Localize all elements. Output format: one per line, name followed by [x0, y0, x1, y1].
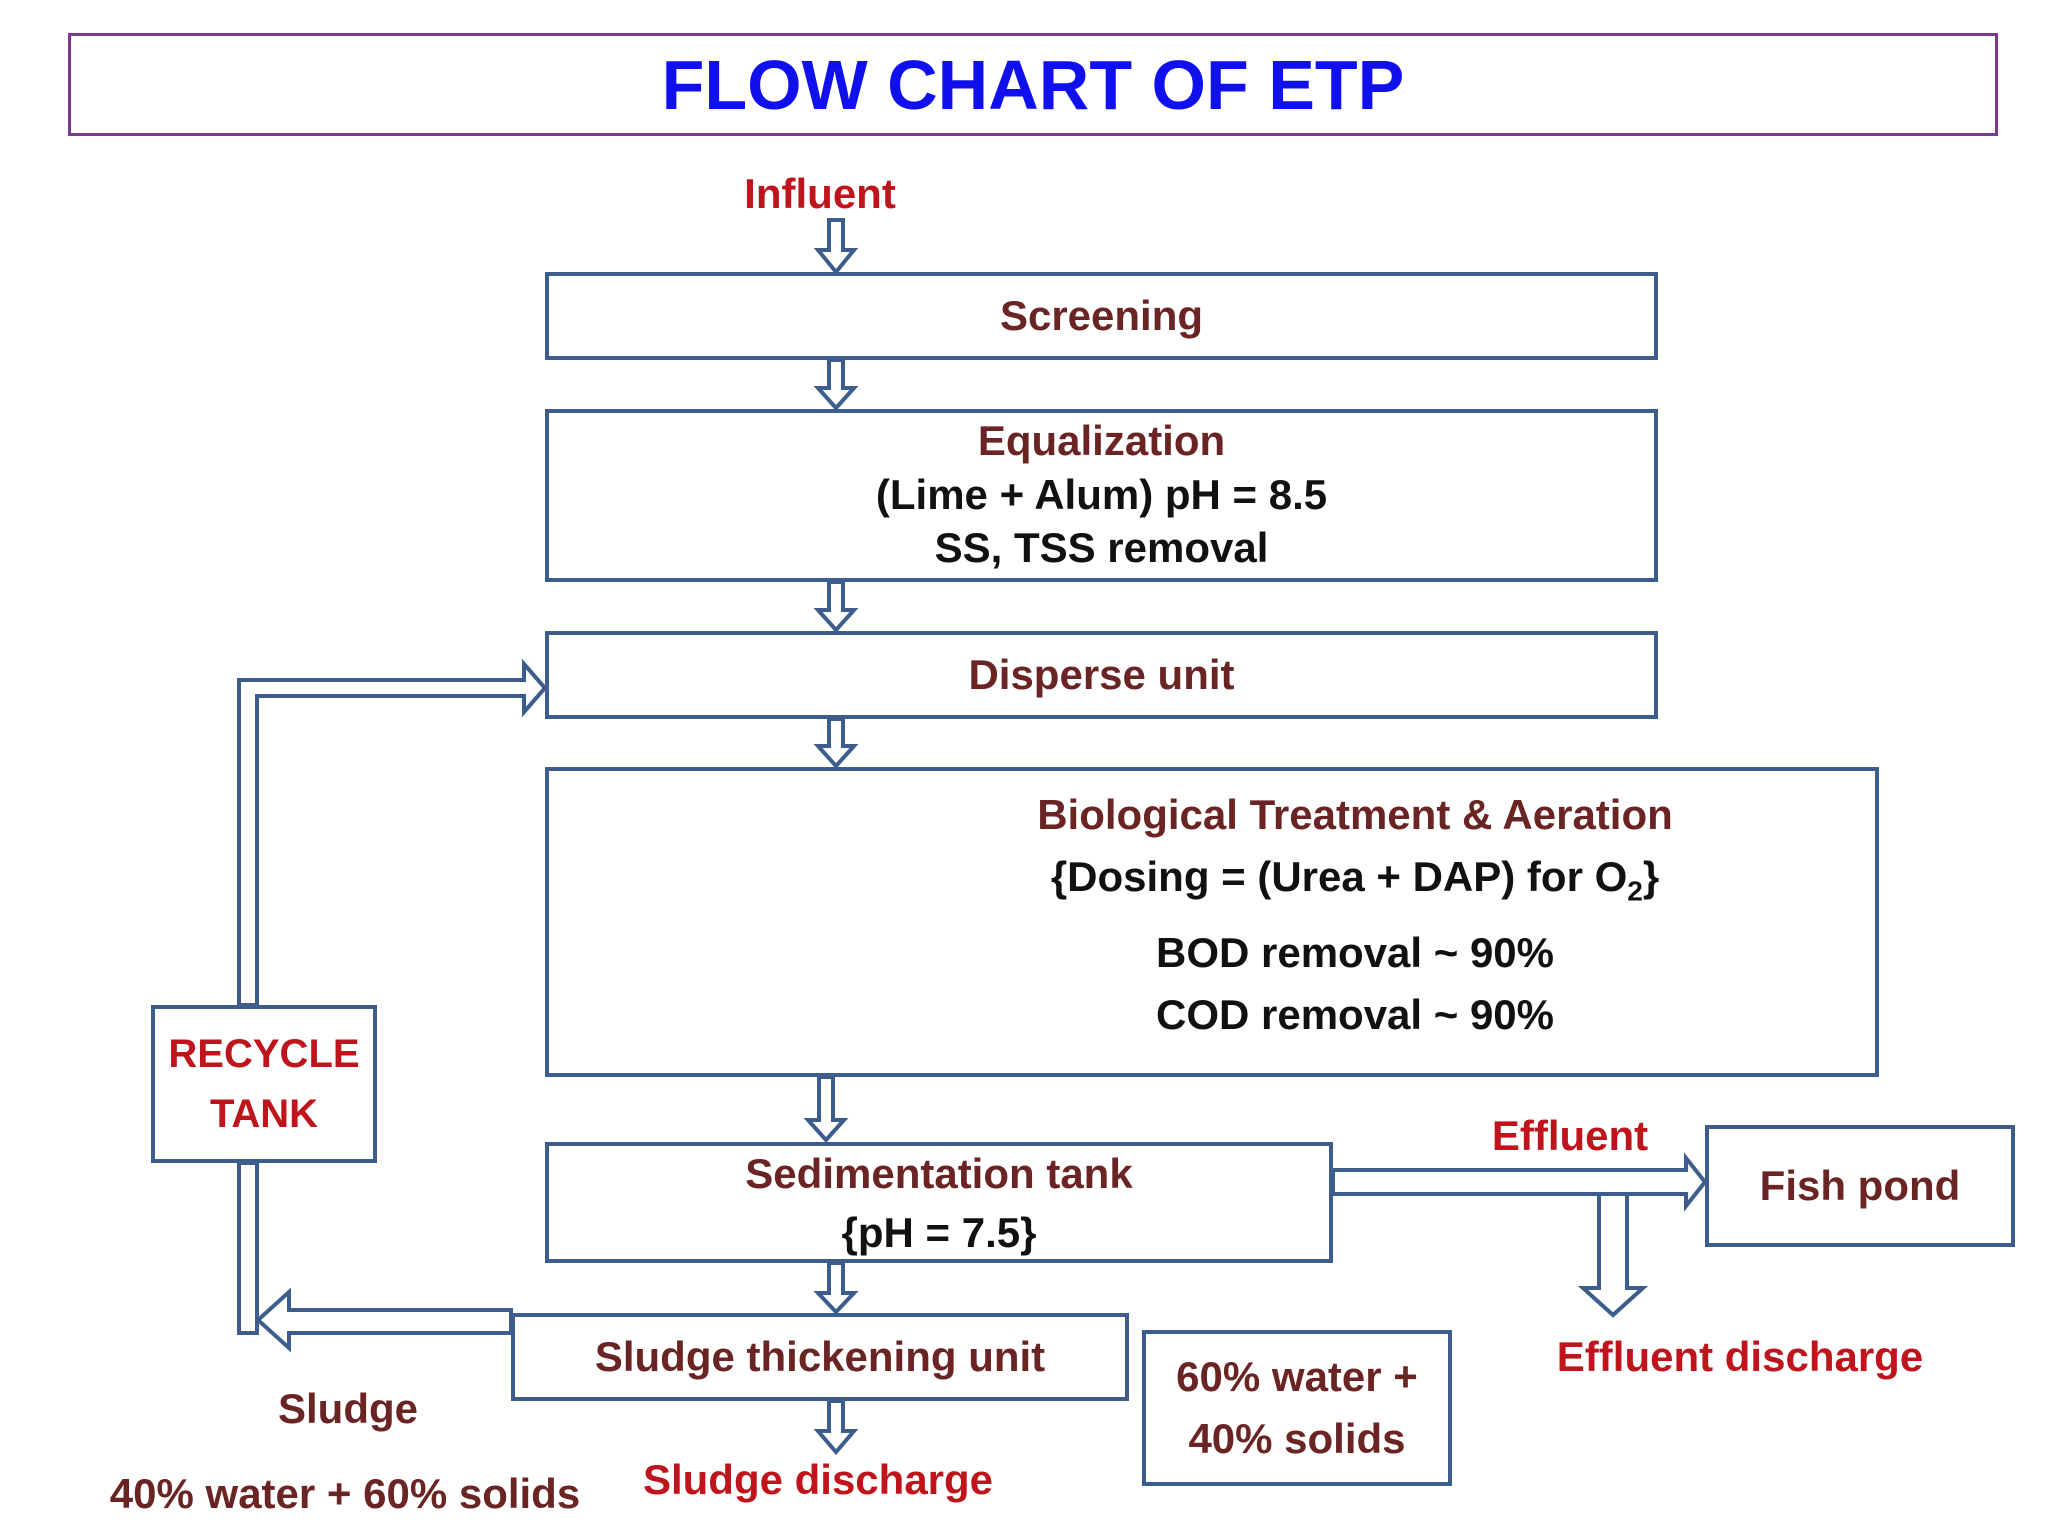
influent-label: Influent	[744, 170, 896, 217]
effluent-discharge-label: Effluent discharge	[1556, 1333, 1924, 1380]
sludge-discharge-label: Sludge discharge	[642, 1456, 994, 1503]
chart-title: FLOW CHART OF ETP	[661, 45, 1405, 124]
water-solids-line1: 60% water +	[1176, 1353, 1418, 1400]
dosing-close: }	[1642, 852, 1660, 900]
arrow-sedimentation-fishpond	[1331, 1152, 1708, 1212]
arrow-recycle-disperse	[237, 658, 548, 1007]
arrow-biological-sedimentation	[803, 1075, 849, 1143]
cod-removal: COD removal ~ 90%	[1155, 991, 1554, 1039]
tank-label: TANK	[209, 1092, 319, 1136]
bod-removal: BOD removal ~ 90%	[1155, 929, 1554, 977]
arrow-sedimentation-thickening	[813, 1261, 859, 1315]
dosing-subscript: 2	[1627, 875, 1643, 907]
screening-box: Screening	[545, 272, 1658, 360]
title-box: FLOW CHART OF ETP	[68, 33, 1998, 136]
sedimentation-box: Sedimentation tank {pH = 7.5}	[545, 1142, 1333, 1263]
sludge-thickening-box: Sludge thickening unit	[511, 1313, 1129, 1401]
disperse-box: Disperse unit	[545, 631, 1658, 719]
arrow-disperse-biological	[813, 717, 859, 769]
sludge-label: Sludge	[277, 1385, 419, 1432]
arrow-screening-equalization	[813, 358, 859, 411]
arrow-thickening-recycle	[255, 1287, 513, 1353]
sedimentation-title: Sedimentation tank	[745, 1150, 1133, 1197]
screening-label: Screening	[999, 292, 1204, 339]
fish-pond-label: Fish pond	[1759, 1162, 1961, 1209]
biological-box: Biological Treatment & Aeration {Dosing …	[545, 767, 1879, 1077]
equalization-box: Equalization (Lime + Alum) pH = 8.5 SS, …	[545, 409, 1658, 582]
dosing-text: {Dosing = (Urea + DAP) for O	[1050, 852, 1628, 900]
sedimentation-ph: {pH = 7.5}	[841, 1209, 1037, 1256]
water-solids-box: 60% water + 40% solids	[1142, 1330, 1452, 1486]
effluent-label: Effluent	[1491, 1112, 1649, 1159]
arrow-thickening-discharge	[813, 1399, 859, 1456]
disperse-label: Disperse unit	[968, 651, 1235, 698]
biological-dosing: {Dosing = (Urea + DAP) for O2}	[1051, 846, 1659, 922]
arrow-equalization-disperse	[813, 580, 859, 633]
equalization-removal: SS, TSS removal	[934, 524, 1269, 571]
equalization-title: Equalization	[977, 417, 1226, 464]
biological-title: Biological Treatment & Aeration	[1037, 790, 1673, 838]
fish-pond-box: Fish pond	[1705, 1125, 2015, 1247]
arrow-return-recycle	[237, 1161, 259, 1335]
recycle-tank-box: RECYCLE TANK	[151, 1005, 377, 1163]
sludge-thickening-label: Sludge thickening unit	[594, 1333, 1046, 1380]
recycle-label: RECYCLE	[168, 1032, 360, 1076]
arrow-effluent-discharge	[1577, 1192, 1649, 1318]
equalization-dosing: (Lime + Alum) pH = 8.5	[875, 470, 1328, 518]
arrow-influent-screening	[813, 218, 859, 276]
sludge-ratio-label: 40% water + 60% solids	[109, 1470, 581, 1517]
water-solids-line2: 40% solids	[1188, 1415, 1406, 1462]
